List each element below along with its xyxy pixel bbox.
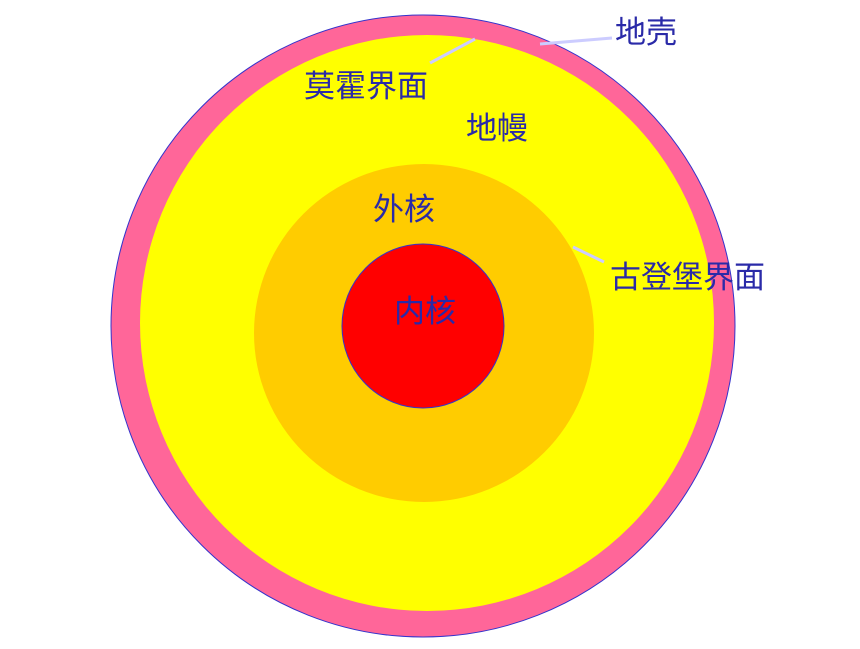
gutenberg-label: 古登堡界面 <box>610 260 765 296</box>
mantle-label: 地幔 <box>466 111 528 147</box>
inner-core-label: 内核 <box>394 294 456 330</box>
gutenberg-leader-line <box>572 245 605 264</box>
moho-label: 莫霍界面 <box>304 69 428 105</box>
moho-leader-line <box>429 37 476 65</box>
outer-core-label: 外核 <box>373 192 435 228</box>
crust-leader-line <box>539 36 613 46</box>
crust-label: 地壳 <box>615 15 677 51</box>
inner-core-layer <box>341 243 505 409</box>
